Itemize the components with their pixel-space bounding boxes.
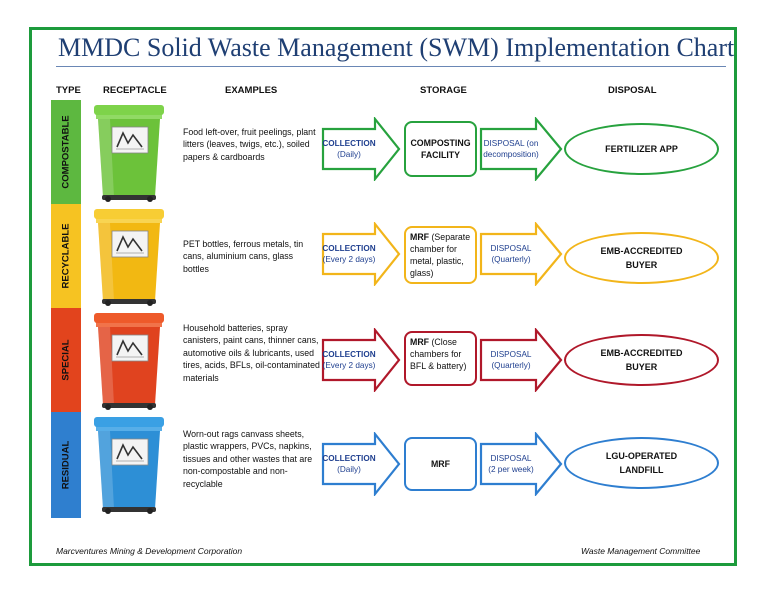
disposal-frequency: (2 per week) xyxy=(488,465,534,474)
destination-ellipse: LGU-OPERATED LANDFILL xyxy=(564,437,719,489)
type-label: SPECIAL xyxy=(60,339,72,381)
collection-label: COLLECTION xyxy=(322,454,376,463)
type-block-special: SPECIAL xyxy=(51,308,81,412)
type-label: RESIDUAL xyxy=(60,440,72,490)
collection-arrow: COLLECTION (Daily) xyxy=(321,117,401,181)
examples-text: Worn-out rags canvass sheets, plastic wr… xyxy=(183,429,313,489)
storage-box: MRF (Separate chamber for metal, plastic… xyxy=(404,226,477,284)
collection-frequency: (Every 2 days) xyxy=(322,361,376,370)
header-disposal: DISPOSAL xyxy=(608,85,657,96)
type-block-recyclable: RECYCLABLE xyxy=(51,204,81,308)
disposal-arrow: DISPOSAL (Quarterly) xyxy=(479,222,563,286)
collection-frequency: (Daily) xyxy=(337,150,361,159)
storage-detail: (Separate chamber for metal, plastic, gl… xyxy=(410,232,471,278)
header-type: TYPE xyxy=(56,85,81,96)
disposal-label: DISPOSAL (on decomposition) xyxy=(483,139,539,159)
disposal-frequency: (Quarterly) xyxy=(491,255,531,264)
examples-text: Food left-over, fruit peelings, plant li… xyxy=(183,127,316,162)
collection-label: COLLECTION xyxy=(322,350,376,359)
destination-label: EMB-ACCREDITED BUYER xyxy=(600,348,683,372)
page-title: MMDC Solid Waste Management (SWM) Implem… xyxy=(58,33,735,62)
collection-arrow: COLLECTION (Daily) xyxy=(321,432,401,496)
storage-box: COMPOSTING FACILITY xyxy=(404,121,477,177)
disposal-arrow: DISPOSAL (on decomposition) xyxy=(479,117,563,181)
header-examples: EXAMPLES xyxy=(225,85,278,96)
type-label: COMPOSTABLE xyxy=(60,115,72,189)
header-receptacle: RECEPTACLE xyxy=(103,85,167,96)
destination-label: EMB-ACCREDITED BUYER xyxy=(600,246,683,270)
disposal-label: DISPOSAL xyxy=(490,244,532,253)
disposal-label: DISPOSAL xyxy=(490,454,532,463)
examples-text: PET bottles, ferrous metals, tin cans, a… xyxy=(183,239,304,274)
storage-label: MRF xyxy=(410,232,430,242)
storage-box: MRF (Close chambers for BFL & battery) xyxy=(404,331,477,386)
storage-label: MRF xyxy=(410,337,430,347)
collection-frequency: (Daily) xyxy=(337,465,361,474)
type-block-compostable: COMPOSTABLE xyxy=(51,100,81,204)
wheelie-bin-icon xyxy=(90,207,168,307)
wheelie-bin-icon xyxy=(90,311,168,411)
storage-detail: (Close chambers for BFL & battery) xyxy=(410,337,467,371)
storage-label: MRF xyxy=(430,459,451,469)
destination-ellipse: EMB-ACCREDITED BUYER xyxy=(564,334,719,386)
title-divider xyxy=(56,66,726,67)
collection-arrow: COLLECTION (Every 2 days) xyxy=(321,222,401,286)
type-label: RECYCLABLE xyxy=(60,223,72,289)
storage-label: COMPOSTING FACILITY xyxy=(410,138,471,160)
collection-arrow: COLLECTION (Every 2 days) xyxy=(321,328,401,392)
destination-ellipse: FERTILIZER APP xyxy=(564,123,719,175)
footer-company: Marcventures Mining & Development Corpor… xyxy=(56,546,243,556)
examples-text: Household batteries, spray canisters, pa… xyxy=(183,323,320,383)
footer-committee: Waste Management Committee xyxy=(581,546,701,556)
storage-box: MRF xyxy=(404,437,477,491)
collection-frequency: (Every 2 days) xyxy=(322,255,376,264)
header-storage: STORAGE xyxy=(420,85,467,96)
destination-label: FERTILIZER APP xyxy=(605,144,678,154)
disposal-frequency: (Quarterly) xyxy=(491,361,531,370)
destination-ellipse: EMB-ACCREDITED BUYER xyxy=(564,232,719,284)
collection-label: COLLECTION xyxy=(322,139,376,148)
wheelie-bin-icon xyxy=(90,103,168,203)
disposal-arrow: DISPOSAL (2 per week) xyxy=(479,432,563,496)
disposal-arrow: DISPOSAL (Quarterly) xyxy=(479,328,563,392)
wheelie-bin-icon xyxy=(90,415,168,515)
disposal-label: DISPOSAL xyxy=(490,350,532,359)
destination-label: LGU-OPERATED LANDFILL xyxy=(605,451,678,475)
collection-label: COLLECTION xyxy=(322,244,376,253)
type-block-residual: RESIDUAL xyxy=(51,412,81,518)
